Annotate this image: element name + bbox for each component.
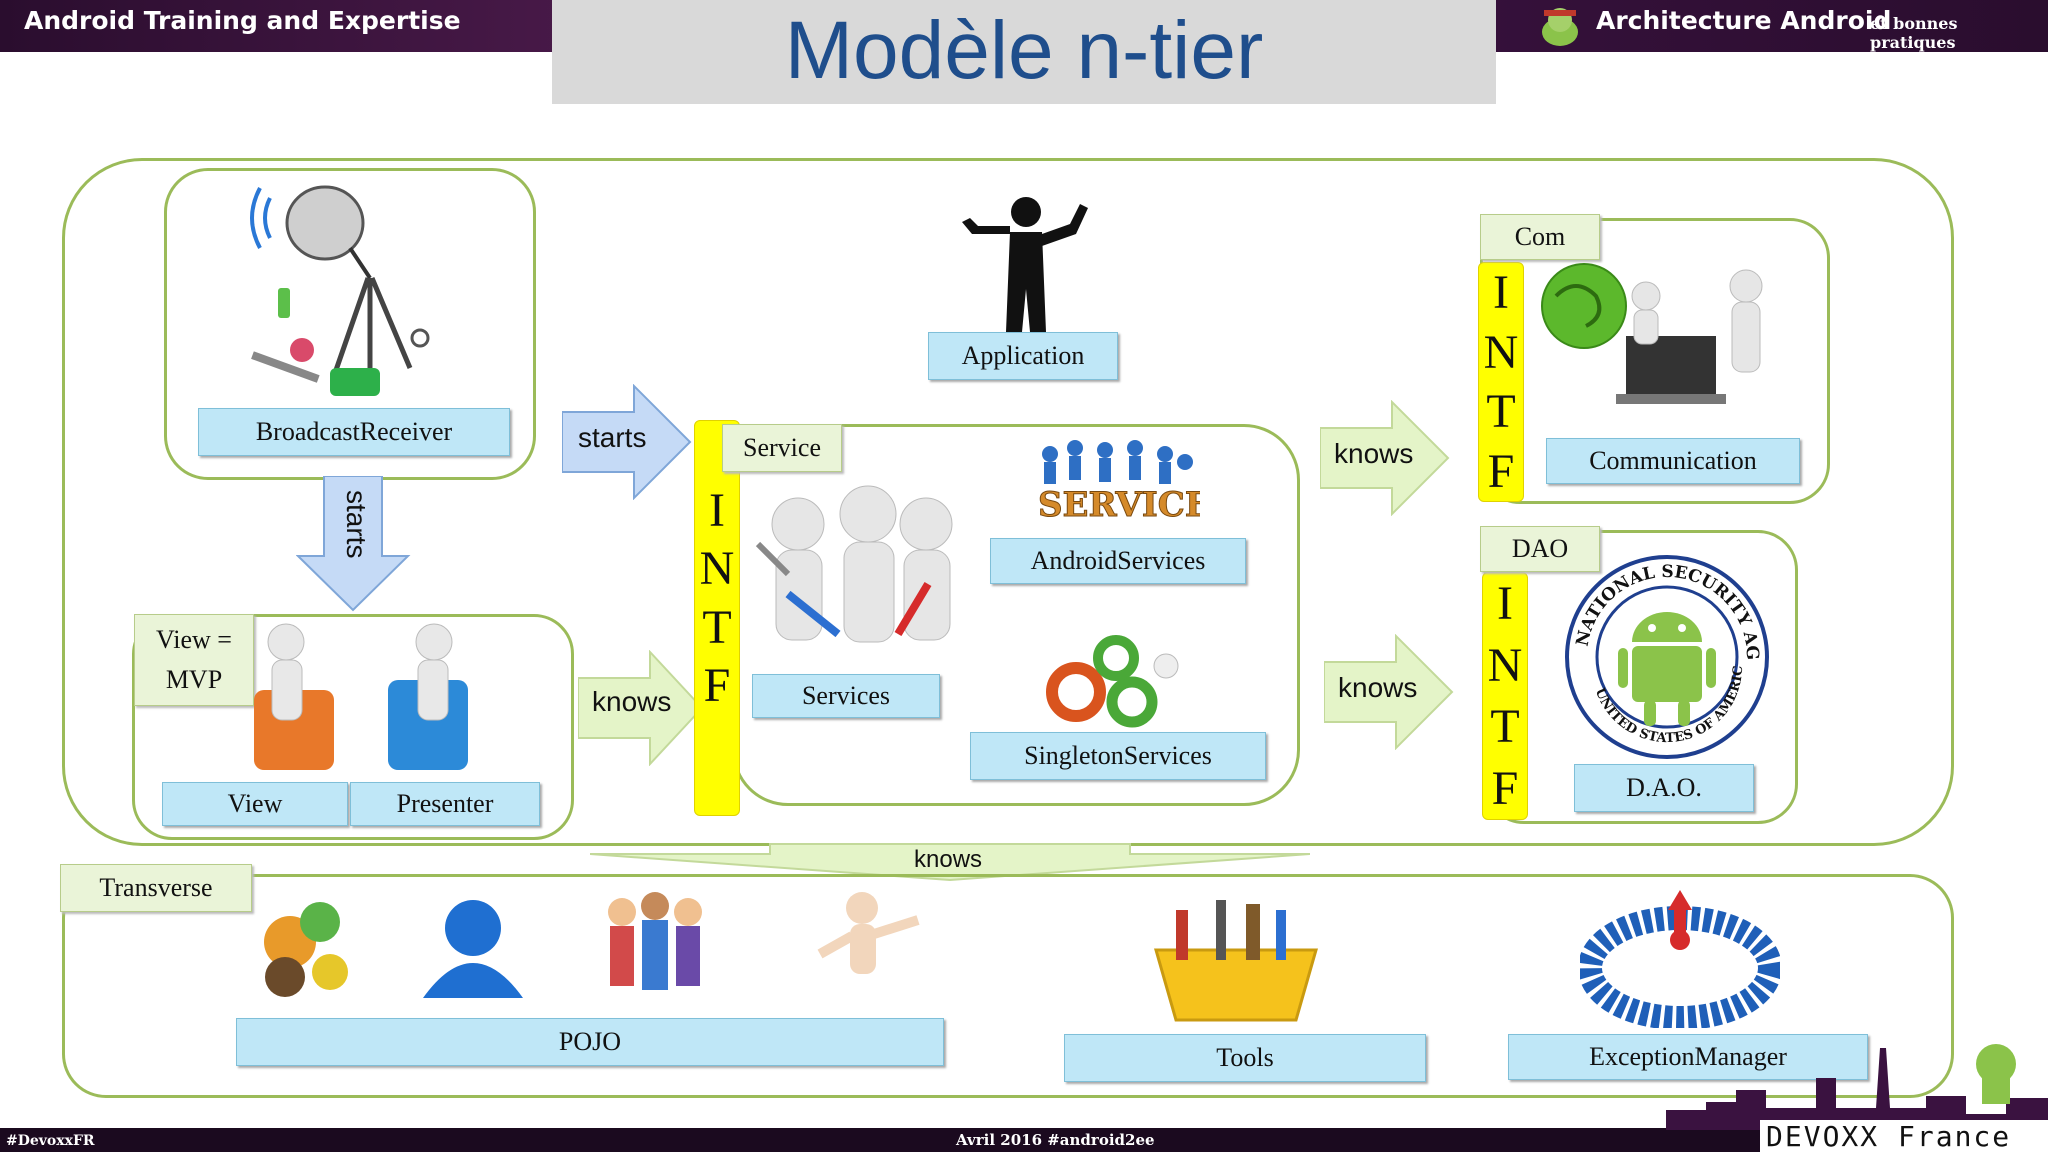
singleton-services-label: SingletonServices (970, 732, 1266, 780)
footer-hashtag: #DevoxxFR (6, 1133, 95, 1149)
com-intf-i: I (1493, 266, 1509, 320)
dao-intf-bar: I N T F (1482, 572, 1528, 820)
header-right-subtitle: et bonnes pratiques (1870, 14, 1958, 52)
knows-com-arrow (1320, 400, 1450, 516)
footer-conference-logo: DEVOXX France (1760, 1120, 2048, 1153)
view-mvp-tag-line1: View = (156, 625, 232, 654)
dao-label: D.A.O. (1574, 764, 1754, 812)
title-box (552, 0, 1496, 104)
nsa-android-seal-icon: NATIONAL SECURITY AGENCY UNITED STATES O… (1562, 552, 1769, 759)
globe-laptop-icon (1541, 263, 1763, 404)
starts-right-arrow (562, 384, 692, 500)
footer-date: Avril 2016 #android2ee (956, 1131, 1155, 1149)
knows-dao-label: knows (1338, 672, 1418, 703)
knows-view-arrow (578, 650, 704, 766)
group-people-icon (608, 892, 702, 990)
com-intf-f: F (1487, 444, 1515, 498)
paris-skyline-icon (1666, 1044, 2048, 1130)
slide-title: Modèle n-tier (784, 5, 1264, 96)
knows-transverse-arrow (590, 843, 1310, 882)
service-team-icon: SERVICE (1038, 440, 1200, 526)
view-mvp-tag-line2: MVP (165, 665, 223, 694)
knows-view-label: knows (592, 686, 672, 717)
workers-tools-icon (755, 485, 953, 643)
dao-intf-t: T (1490, 700, 1520, 754)
presenter-label: Presenter (350, 782, 540, 826)
transverse-container (62, 874, 1954, 1098)
knows-transverse-label: knows (914, 846, 983, 873)
crowd-circle-icon (1580, 890, 1780, 1028)
conductor-icon (962, 197, 1088, 332)
dao-intf-i: I (1497, 577, 1513, 631)
intf-letter-i: I (709, 483, 725, 537)
toolbox-icon (1154, 900, 1318, 1022)
com-tag: Com (1480, 214, 1600, 260)
view-mvp-tag: View = MVP (134, 614, 254, 706)
starts-down-arrow (296, 476, 411, 612)
broadcast-receiver-label: BroadcastReceiver (198, 408, 510, 456)
header-right-title: Architecture Android (1596, 6, 1892, 35)
tools-label: Tools (1064, 1034, 1426, 1082)
dao-intf-f: F (1491, 761, 1519, 815)
header-left-title: Android Training and Expertise (24, 6, 461, 35)
intf-letter-f: F (703, 659, 731, 713)
person-blue-chair-icon (388, 623, 468, 770)
pojo-label: POJO (236, 1018, 944, 1066)
user-avatar-icon (423, 900, 523, 998)
android-mascot-icon (1542, 8, 1578, 46)
starts-right-label: starts (578, 422, 647, 453)
com-intf-t: T (1486, 385, 1516, 439)
gears-icon (1046, 635, 1179, 728)
transverse-tag: Transverse (60, 864, 252, 912)
intf-letter-t: T (702, 600, 732, 654)
service-tag: Service (722, 424, 842, 472)
view-label: View (162, 782, 348, 826)
starts-down-label: starts (341, 490, 372, 559)
cartoon-animals-icon (264, 902, 348, 997)
application-label: Application (928, 332, 1118, 380)
communication-label: Communication (1546, 438, 1800, 484)
dao-intf-n: N (1487, 638, 1523, 692)
service-sign-text: SERVICE (1038, 485, 1200, 525)
android-services-label: AndroidServices (990, 538, 1246, 584)
knows-dao-arrow (1324, 634, 1454, 750)
footer-bar (0, 1128, 2048, 1152)
satellite-dish-icon (250, 185, 430, 396)
view-mvp-container (132, 614, 574, 840)
com-intf-n: N (1483, 325, 1519, 379)
intf-letter-n: N (699, 542, 735, 596)
pointing-figure-icon (817, 892, 920, 974)
person-orange-chair-icon (254, 623, 334, 770)
exception-manager-label: ExceptionManager (1508, 1034, 1868, 1080)
service-intf-bar: I N T F (694, 420, 740, 816)
com-intf-bar: I N T F (1478, 262, 1524, 502)
services-label: Services (752, 674, 940, 718)
knows-com-label: knows (1334, 438, 1414, 469)
dao-tag: DAO (1480, 526, 1600, 572)
